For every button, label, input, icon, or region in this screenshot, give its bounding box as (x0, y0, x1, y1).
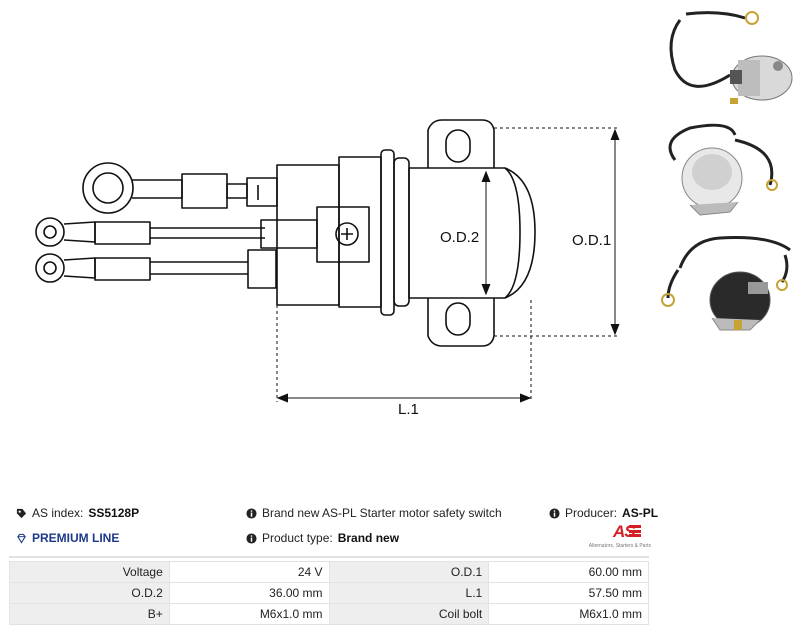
producer-label: Producer: (565, 506, 618, 520)
premium-line-label: PREMIUM LINE (32, 531, 120, 545)
diamond-icon (17, 533, 26, 544)
info-icon (246, 507, 257, 519)
divider (9, 556, 649, 558)
od1-label: O.D.1 (572, 232, 611, 249)
as-pl-logo: AS Alternators, Starters & Parts (585, 522, 651, 556)
spec-value: 36.00 mm (168, 582, 330, 604)
product-type-label: Product type: (262, 531, 333, 545)
spec-label: O.D.1 (328, 561, 490, 583)
product-type-value: Brand new (337, 531, 400, 545)
spec-label: Voltage (9, 561, 170, 583)
od2-label: O.D.2 (440, 229, 479, 246)
info-icon (246, 532, 257, 544)
spec-label: L.1 (328, 582, 490, 604)
producer-value: AS-PL (622, 506, 659, 520)
spec-value: M6x1.0 mm (488, 603, 649, 625)
spec-value: 57.50 mm (488, 582, 649, 604)
photo-bottom-view (668, 123, 778, 216)
product-info: AS index: SS5128P PREMIUM LINE Brand new… (0, 500, 800, 560)
photo-rear-view (661, 236, 791, 331)
tag-icon (16, 508, 27, 518)
spec-value: M6x1.0 mm (168, 603, 330, 625)
product-photos (661, 11, 793, 331)
as-index-row: AS index: SS5128P (16, 506, 139, 520)
technical-drawing: O.D.2 O.D.1 L.1 (35, 119, 620, 418)
ring-terminal-small-2 (35, 253, 65, 283)
ring-terminal-large (82, 162, 134, 214)
l1-label: L.1 (398, 401, 419, 418)
spec-value: 60.00 mm (488, 561, 649, 583)
producer-row: Producer: AS-PL (549, 506, 658, 520)
logo-bars (629, 525, 641, 539)
logo-tagline: Alternators, Starters & Parts (588, 543, 651, 549)
product-type-row: Product type: Brand new (246, 531, 399, 545)
as-index-label: AS index: (32, 506, 84, 520)
ring-terminal-small-1 (35, 217, 65, 247)
spec-label: O.D.2 (9, 582, 170, 604)
as-index-value: SS5128P (88, 506, 140, 520)
info-icon (549, 507, 560, 519)
product-description: Brand new AS-PL Starter motor safety swi… (262, 506, 502, 520)
spec-label: B+ (9, 603, 170, 625)
photo-side-view (669, 11, 793, 104)
description-row: Brand new AS-PL Starter motor safety swi… (246, 506, 502, 520)
spec-value: 24 V (168, 561, 330, 583)
spec-label: Coil bolt (328, 603, 490, 625)
premium-line-row: PREMIUM LINE (16, 531, 119, 545)
